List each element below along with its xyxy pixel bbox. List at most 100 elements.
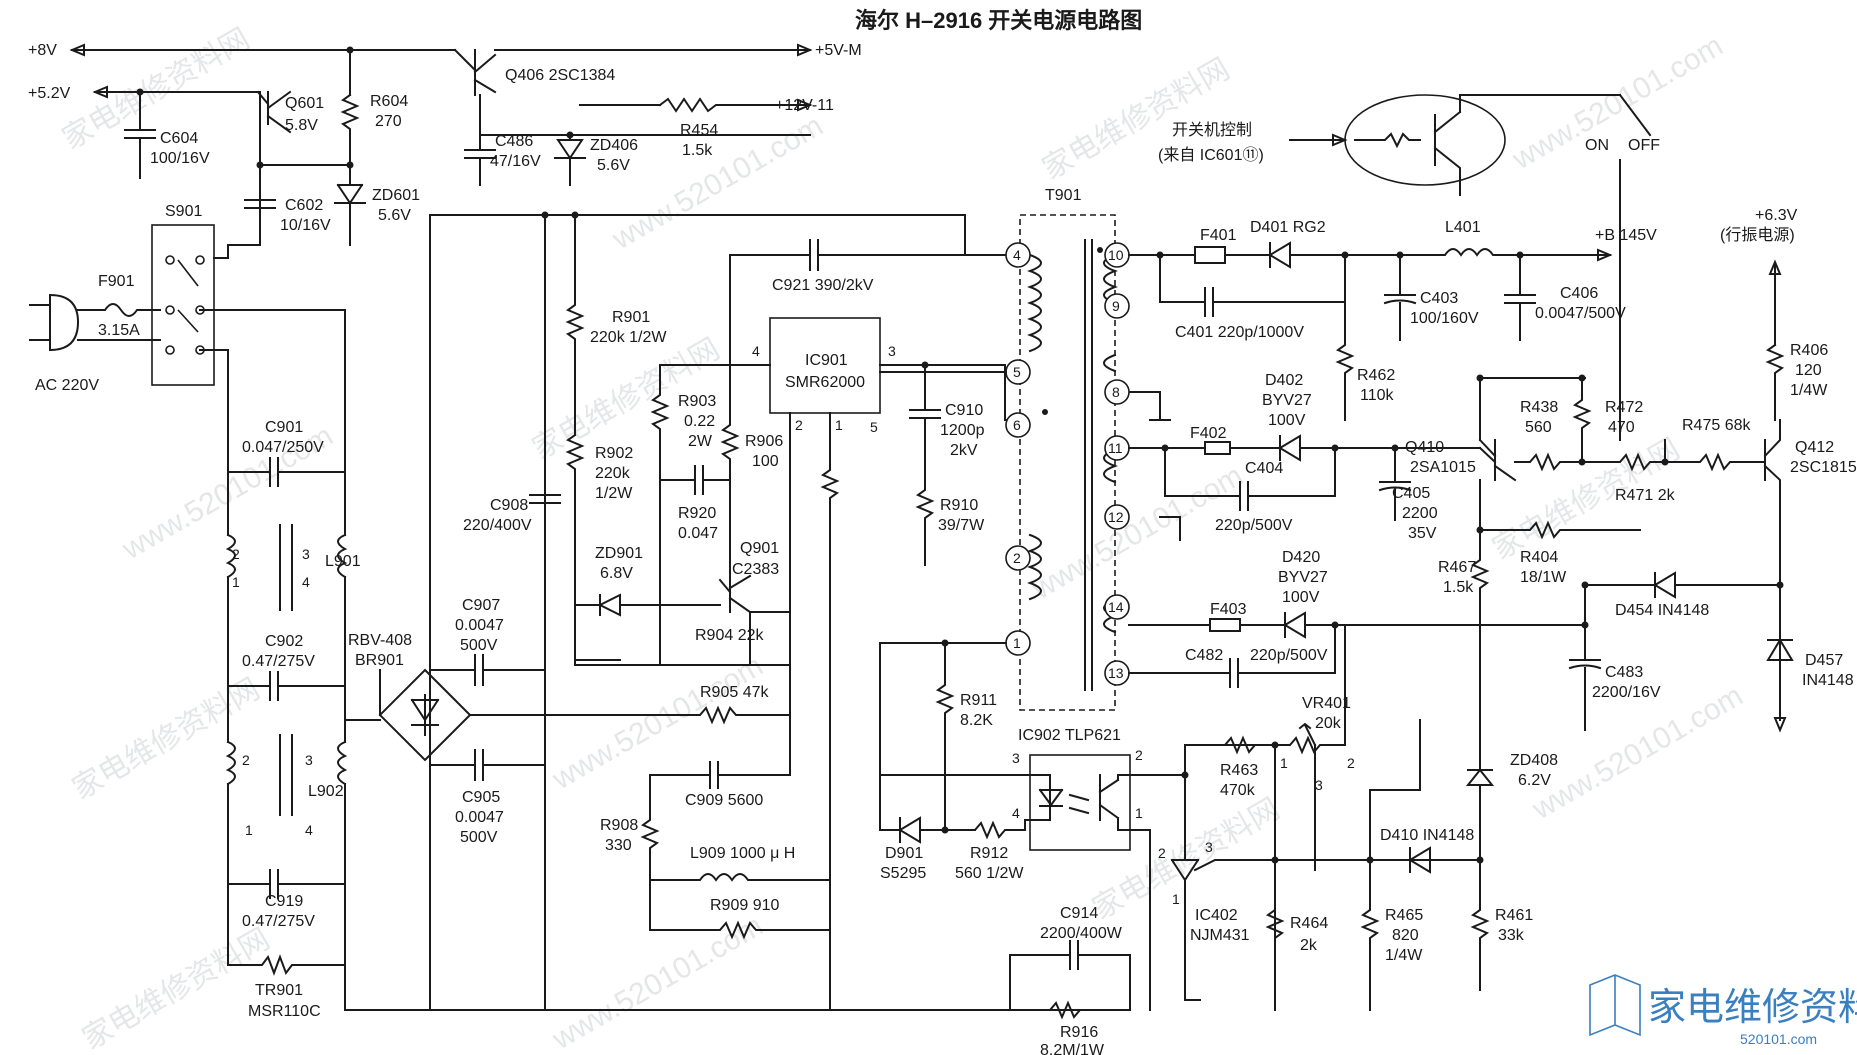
c905-ref: C905 [462,789,500,806]
pin-number: 1 [1013,635,1021,651]
resistor-r464 [1265,859,1285,1001]
wire [344,669,546,721]
watermark-text: 家电维修资料网 [67,672,265,806]
low-voltage-section: +8V +5.2V C604 100/16V Q601 5.8V R604 27… [28,42,862,246]
resistor-r912 [944,819,1031,840]
wire [1159,516,1181,541]
pin-number: 1 [232,574,240,590]
r901-ref: R901 [612,309,650,326]
capacitor-c905 [429,749,546,781]
secondary-winding [1103,253,1118,634]
arrow-icon [1597,248,1613,262]
pin-number: 12 [1108,509,1124,525]
vr401-value: 20k [1315,715,1342,732]
r462-ref: R462 [1357,367,1395,384]
pin-number: 3 [305,752,313,768]
vr401-ref: VR401 [1302,695,1351,712]
arrow-icon [69,43,85,57]
relay-coil [1354,132,1421,149]
r406-wattage: 1/4W [1790,382,1828,399]
choke-core [279,524,293,611]
resistor-r905 [544,705,791,725]
r438-ref: R438 [1520,399,1558,416]
r404-value: 18/1W [1520,569,1567,586]
pin-number: 2 [1158,845,1166,861]
q410-value: 2SA1015 [1410,459,1476,476]
resistor-pin1 [820,412,840,1011]
q601-value: 5.8V [285,117,318,134]
thermistor-tr901 [227,954,431,1011]
ic902 [1029,754,1131,851]
r916-value: 8.2M/1W [1040,1042,1105,1055]
c919-ref: C919 [265,893,303,910]
r904-label: R904 22k [695,627,764,644]
c907-value: 0.0047 [455,617,504,634]
r911-value: 8.2K [960,712,993,729]
primary-controller-section: R901 220k 1/2W R902 220k 1/2W ZD901 6.8V… [544,211,1006,1011]
tr901-ref: TR901 [255,982,303,999]
resistor-r467 [1470,479,1490,761]
arrow-icon [1773,717,1787,733]
f901-value: 3.15A [98,322,140,339]
zd406-ref: ZD406 [590,137,638,154]
pin-number: 1 [1135,805,1143,821]
switch-off-label: OFF [1628,137,1660,154]
pin-number: 2 [232,546,240,562]
opto-led-icon [1029,774,1064,821]
r902-ref: R902 [595,445,633,462]
pin-number: 2 [1135,747,1143,763]
resistor-r454 [658,97,811,113]
wire [213,244,261,259]
arrow-icon [797,43,813,57]
resistor-r908 [640,774,660,881]
r909-label: R909 910 [710,897,779,914]
r912-ref: R912 [970,845,1008,862]
pin-number: 2 [1013,550,1021,566]
f401-label: F401 [1200,227,1237,244]
r916-ref: R916 [1060,1024,1098,1041]
ic402-ref: IC402 [1195,907,1238,924]
switch-s901 [151,224,215,386]
r465-ref: R465 [1385,907,1423,924]
rail-label-5vm: +5V-M [815,42,862,59]
pin-number: 3 [1315,777,1323,793]
capacitor-c909 [649,761,791,789]
pin-number: 4 [752,343,760,359]
r475-label: R475 68k [1682,417,1751,434]
capacitor-c401 [1159,254,1346,317]
book-icon [1589,974,1641,1037]
capacitor-c403 [1383,254,1417,341]
pin-number: 3 [1205,839,1213,855]
pin-number: 14 [1108,599,1124,615]
resistor-r462 [1335,254,1355,421]
d401-label: D401 RG2 [1250,219,1326,236]
c914-value: 2200/400W [1040,925,1123,942]
pin-number: 9 [1112,298,1120,314]
c406-value: 0.0047/500V [1535,305,1626,322]
r908-value: 330 [605,837,632,854]
c405-value: 2200 [1402,505,1438,522]
r463-value: 470k [1220,782,1256,799]
capacitor-c404 [1164,447,1336,511]
wire [1459,94,1621,113]
q410-ref: Q410 [1405,439,1444,456]
optocoupler-relay [1344,94,1506,186]
c482-ref: C482 [1185,647,1223,664]
resistor-r404 [1479,520,1641,540]
rail-note-6v3: (行振电源) [1720,226,1795,244]
c910-ref: C910 [945,402,983,419]
c908-value: 220/400V [463,517,532,534]
ic901-value: SMR62000 [785,374,865,391]
r905-label: R905 47k [700,684,769,701]
capacitor-c921 [729,239,966,271]
pin-number: 1 [835,417,843,433]
pin-number: 10 [1108,247,1124,263]
resistor-r909 [649,879,831,940]
r920-value: 0.047 [678,525,718,542]
pin-number: 2 [795,417,803,433]
control-source: (来自 IC601⑪) [1158,146,1264,164]
q601-ref: Q601 [285,95,324,112]
r902-value: 220k [595,465,631,482]
r906-value: 100 [752,453,779,470]
zener-zd901 [574,593,721,617]
